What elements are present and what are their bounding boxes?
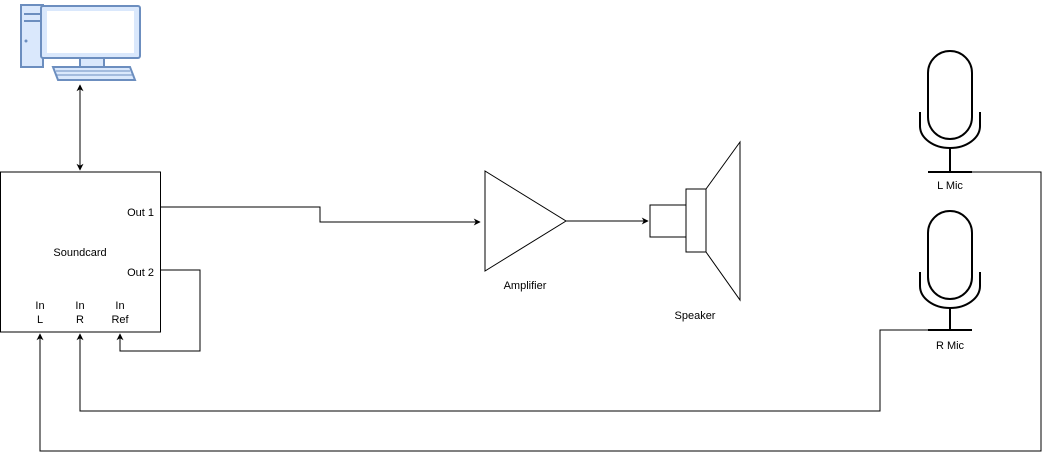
- in-ref-label-line2: Ref: [111, 314, 129, 326]
- in-l-label-line1: In: [35, 300, 44, 312]
- left-microphone-icon: [919, 50, 981, 173]
- speaker-icon: [649, 140, 741, 302]
- right-mic-label: R Mic: [936, 340, 965, 352]
- out2-loopback-wire: [116, 269, 201, 352]
- speaker-label: Speaker: [675, 310, 716, 322]
- left-mic-to-in-l-wire: [36, 171, 1042, 452]
- speaker-cone: [705, 140, 741, 302]
- out1-label: Out 1: [127, 207, 154, 219]
- out1-to-amplifier-wire: [160, 206, 481, 226]
- out2-label: Out 2: [127, 267, 154, 279]
- right-microphone-icon: [919, 210, 981, 331]
- soundcard-label: Soundcard: [53, 247, 106, 259]
- soundcard-box: [0, 171, 161, 333]
- in-r-label-line1: In: [75, 300, 84, 312]
- in-ref-label-line1: In: [115, 300, 124, 312]
- desktop-computer-icon: [20, 4, 141, 81]
- amplifier-triangle-icon: [484, 170, 567, 272]
- soundcard-block: Soundcard Out 1 Out 2 In L In R In Ref: [0, 171, 161, 333]
- in-l-label-line2: L: [37, 314, 43, 326]
- monitor-stand: [79, 57, 105, 68]
- computer-keyboard: [51, 66, 137, 81]
- speaker-body: [685, 188, 707, 253]
- amplifier-block: Amplifier: [484, 170, 567, 292]
- right-mic-to-in-r-wire: [76, 329, 950, 412]
- in-r-label-line2: R: [76, 314, 84, 326]
- speaker-magnet: [649, 204, 687, 238]
- amplifier-label: Amplifier: [504, 280, 547, 292]
- left-mic-label: L Mic: [937, 180, 963, 192]
